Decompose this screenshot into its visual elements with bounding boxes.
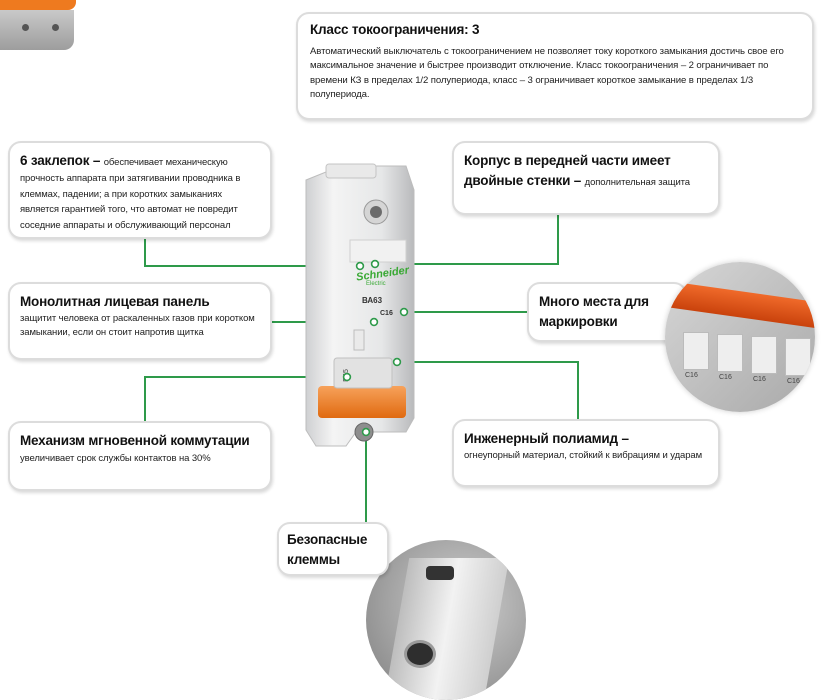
housing-text: дополнительная защита — [584, 176, 690, 188]
rating-label: C16 — [380, 310, 393, 317]
rivets-box: 6 заклепок – обеспечивает механическую п… — [8, 141, 272, 239]
screw-icon — [22, 24, 29, 31]
rivets-title: 6 заклепок — [20, 153, 90, 168]
connector-polyamide — [398, 361, 579, 420]
housing-title: Корпус в передней части имеет двойные ст… — [464, 153, 671, 188]
polyamide-box: Инженерный полиамид – огнеупорный матери… — [452, 419, 720, 487]
front-panel-text: защитит человека от раскаленных газов пр… — [20, 312, 255, 339]
marking-photo-label: C16 — [685, 372, 698, 379]
corner-breaker-photo — [0, 0, 80, 58]
polyamide-title: Инженерный полиамид – — [464, 431, 629, 446]
marking-box: Много места для маркировки — [527, 282, 687, 342]
circuit-breaker: Schneider Electric ВА63 C16 D45 — [296, 160, 426, 450]
connector-housing — [375, 214, 559, 265]
current-limit-title: Класс токоограничения: 3 — [310, 22, 480, 37]
marking-photo: C16 C16 C16 C16 — [665, 262, 815, 412]
terminals-title: Безопасные клеммы — [287, 532, 368, 568]
terminals-box: Безопасные клеммы — [277, 522, 389, 576]
mechanism-title: Механизм мгновенной коммутации — [20, 433, 250, 448]
connector-rivets — [144, 236, 360, 267]
brand-sub: Electric — [366, 281, 386, 287]
polyamide-text: огнеупорный материал, стойкий к вибрация… — [464, 449, 703, 461]
rivets-text: обеспечивает механическую прочность аппа… — [20, 157, 241, 231]
mechanism-box: Механизм мгновенной коммутации увеличива… — [8, 421, 272, 491]
terminal-screw-icon — [404, 640, 436, 668]
marking-title: Много места для маркировки — [539, 294, 649, 330]
connector-dots — [342, 259, 409, 437]
front-panel-box: Монолитная лицевая панель защитит челове… — [8, 282, 272, 360]
marking-photo-label: C16 — [787, 378, 800, 385]
front-panel-title: Монолитная лицевая панель — [20, 294, 210, 309]
current-limit-text: Автоматический выключатель с токоогранич… — [310, 45, 784, 101]
screw-icon — [52, 24, 59, 31]
rivets-dash: – — [89, 153, 104, 168]
connector-lines — [144, 214, 579, 524]
connector-mechanism — [144, 376, 345, 424]
marking-photo-label: C16 — [719, 374, 732, 381]
mechanism-text: увеличивает срок службы контактов на 30% — [20, 452, 211, 464]
housing-box: Корпус в передней части имеет двойные ст… — [452, 141, 720, 215]
model-label: ВА63 — [362, 296, 383, 305]
current-limit-box: Класс токоограничения: 3 Автоматический … — [296, 12, 814, 120]
housing-dash: – — [570, 172, 585, 188]
marking-photo-label: C16 — [753, 376, 766, 383]
terminal-photo — [366, 540, 526, 700]
